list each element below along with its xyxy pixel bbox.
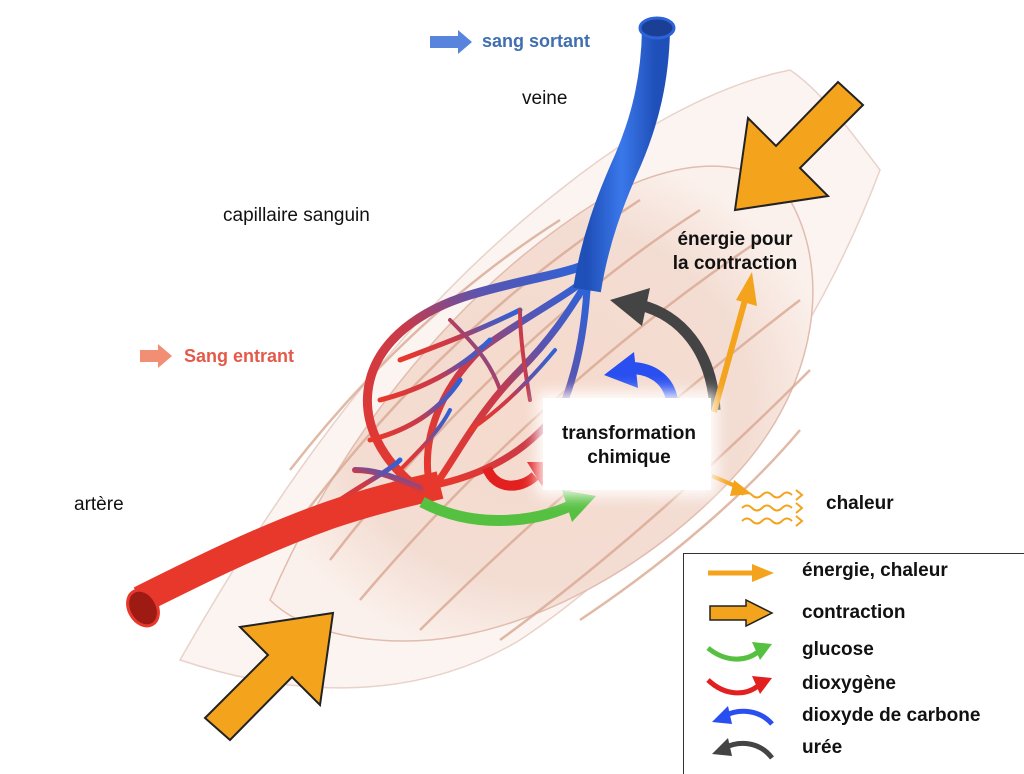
thin-orange-arrow-icon: [708, 564, 774, 582]
energie-line2: la contraction: [672, 253, 798, 274]
transformation-line1: transformation: [561, 423, 697, 444]
transformation-line2: chimique: [587, 447, 671, 468]
energy-arrow-icon: [711, 299, 748, 413]
muscle-belly: [269, 165, 814, 642]
sang-sortant-label: sang sortant: [482, 31, 591, 51]
thick-orange-arrow-icon: [709, 598, 774, 628]
red-curved-arrow-icon: [706, 676, 772, 696]
artere-label: artère: [74, 494, 124, 515]
oxygen-arrow-icon: [482, 465, 539, 491]
energie-line1: énergie pour: [677, 229, 793, 250]
vein: [573, 29, 670, 293]
sang-entrant-arrow-icon: [140, 344, 172, 368]
green-curved-arrow-icon: [706, 642, 772, 662]
gray-curved-arrow-icon: [712, 738, 774, 760]
veine-label: veine: [522, 88, 568, 109]
energie-label: énergie pour la contraction: [640, 228, 830, 276]
artery: [133, 471, 444, 613]
contraction-arrow-top-icon: [733, 80, 865, 212]
sang-sortant-arrow-icon: [430, 30, 472, 54]
capillaire-label: capillaire sanguin: [223, 205, 370, 226]
transformation-box: [543, 398, 711, 490]
heat-waves-icon: [741, 489, 804, 527]
artery-opening: [126, 588, 160, 628]
chaleur-label: chaleur: [826, 493, 894, 514]
legend-label-contraction: contraction: [802, 602, 906, 623]
vein-opening: [638, 16, 676, 40]
legend-label-dioxygene: dioxygène: [802, 673, 896, 694]
glucose-arrow-icon: [419, 497, 573, 526]
legend-label-uree: urée: [802, 737, 843, 758]
contraction-arrow-bottom-icon: [203, 611, 335, 742]
capillary-network: [337, 260, 591, 503]
legend: énergie, chaleur contraction glucose dio…: [683, 553, 1024, 774]
transformation-label: transformation chimique: [536, 422, 722, 470]
legend-label-glucose: glucose: [802, 639, 874, 660]
uree-arrow-icon: [638, 299, 721, 411]
legend-label-energie: énergie, chaleur: [802, 560, 948, 581]
legend-label-co2: dioxyde de carbone: [802, 705, 981, 726]
sang-entrant-label: Sang entrant: [184, 346, 295, 366]
blue-curved-arrow-icon: [712, 706, 774, 726]
